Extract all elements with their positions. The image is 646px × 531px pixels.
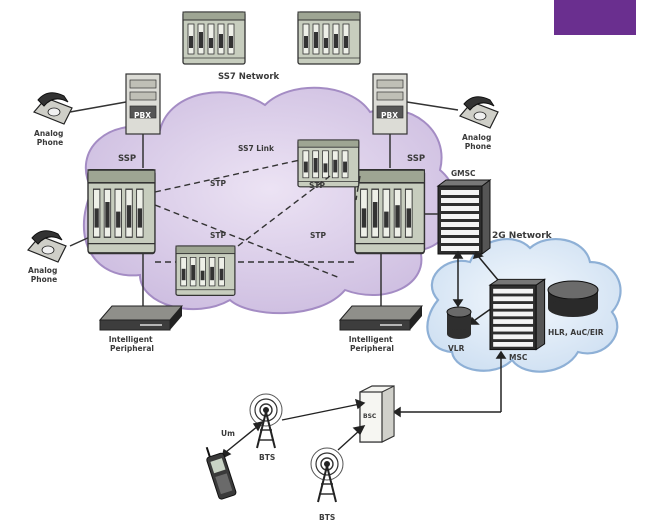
analog-phone-top-right-icon [459,96,499,129]
ssp-right-rack [353,168,426,255]
ss7-rack-top-right [297,11,361,65]
analog-phone-top-right-label: Analog Phone [462,133,494,151]
bsc-box-icon [359,385,395,443]
intelligent-peripheral-right-label: Intelligent Peripheral [349,335,396,353]
pbx-left-icon [125,73,161,135]
mobile-phone-icon [205,446,237,500]
vlr-label: VLR [448,344,465,353]
analog-phone-bottom-left-label: Analog Phone [28,266,60,284]
pbx-right-icon [372,73,408,135]
intelligent-peripheral-left-icon [99,305,183,331]
ss7-links [154,159,361,279]
gmsc-label: GMSC [451,169,476,178]
stp-bottom-rack [175,245,236,297]
pbx-right-label: PBX [381,111,398,120]
hlr-database-icon [547,280,599,317]
msc-server-icon [489,278,546,351]
msc-bsc-link [392,350,507,418]
ssp-left-rack [86,168,157,255]
bts-bottom-label: BTS [319,513,335,522]
bts-bottom-antenna-icon [310,447,344,503]
bts-top-antenna-icon [249,393,283,449]
2g-network-label: 2G Network [492,231,553,241]
ss7-rack-top-left [182,11,246,65]
vlr-database-icon [446,306,472,339]
intelligent-peripheral-left-label: Intelligent Peripheral [109,335,156,353]
stp-bottom-label: STP [210,231,227,240]
ss7-link-label: SS7 Link [238,144,275,153]
stp-top-right-rack [297,139,360,188]
stp-right-label: STP [310,231,327,240]
ss7-network-label: SS7 Network [218,72,280,82]
analog-phone-top-left-label: Analog Phone [34,129,66,147]
analog-phone-top-left-icon [33,92,73,125]
gmsc-server-icon [437,179,491,255]
ssp-right-label: SSP [407,154,425,164]
stp-top-right-label: STP [309,181,326,190]
um-label: Um [221,429,235,438]
pbx-left-label: PBX [134,111,151,120]
stp-left-label: STP [210,179,227,188]
hlr-label: HLR, AuC/EIR [548,328,604,337]
um-link [220,420,264,460]
bts-bsc-links [281,398,366,451]
intelligent-peripheral-right-icon [339,305,423,331]
bts-top-label: BTS [259,453,275,462]
corner-badge [554,0,636,35]
msc-label: MSC [509,353,528,362]
analog-phone-bottom-left-icon [27,230,67,263]
ssp-left-label: SSP [118,154,136,164]
bsc-label: BSC [363,413,377,420]
